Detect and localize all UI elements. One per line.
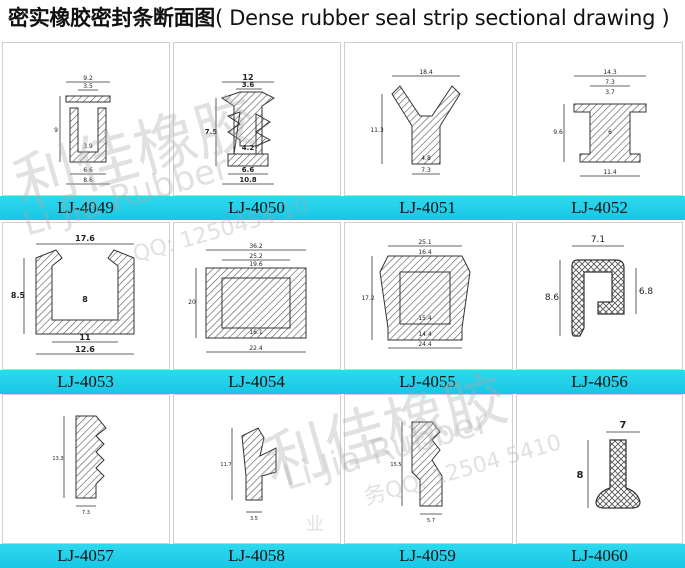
part-code: LJ-4051 (399, 198, 456, 217)
dim-label: 17.6 (75, 234, 95, 243)
part-code: LJ-4054 (228, 372, 285, 391)
dim-label: 8 (577, 470, 584, 481)
dim-label: 5.7 (427, 518, 435, 524)
dim-label: 9 (54, 127, 58, 134)
dim-label: 36.2 (249, 243, 263, 250)
dim-label: 17.2 (361, 295, 375, 302)
dim-label: 19.6 (249, 261, 263, 268)
dim-label: 8.6 (545, 293, 560, 303)
dim-label: 15.4 (418, 315, 432, 322)
part-code: LJ-4058 (228, 546, 285, 565)
dim-label: 15.5 (390, 462, 401, 468)
cell-LJ-4053 (2, 222, 170, 370)
part-code: LJ-4057 (57, 546, 114, 565)
profile-LJ-4053 (35, 249, 135, 335)
dim-label: 8.6 (83, 177, 93, 184)
dim-label: 3.9 (83, 143, 93, 150)
dim-label: 18.4 (419, 69, 433, 76)
dim-label: 6.6 (83, 167, 93, 174)
profile-LJ-4051 (391, 85, 461, 165)
profile-drawings: 9.2 3.5 9 3.9 6.6 8.6 12 3.6 7.5 4.2 6.6… (11, 69, 654, 524)
part-code: LJ-4050 (228, 198, 285, 217)
dim-label: 12.6 (75, 345, 95, 354)
cell-LJ-4060 (516, 394, 683, 544)
profile-LJ-4054 (205, 267, 307, 339)
profile-LJ-4059 (411, 421, 443, 507)
dim-label: 3.5 (250, 516, 258, 522)
part-code: LJ-4056 (571, 372, 628, 391)
dim-label: 3.5 (83, 83, 93, 90)
dim-label: 24.4 (418, 341, 432, 348)
dim-label: 6 (608, 129, 612, 136)
dim-label: 16.1 (249, 329, 263, 336)
dim-label: 11.4 (603, 169, 617, 176)
dim-label: 13.3 (52, 456, 63, 462)
dim-label: 7.3 (605, 79, 615, 86)
product-grid: LJ-4049 LJ-4050 LJ-4051 LJ-4052 LJ-4053 … (0, 36, 685, 568)
dim-label: 25.1 (418, 239, 432, 246)
title-english: ( Dense rubber seal strip sectional draw… (215, 6, 670, 30)
dim-label: 22.4 (249, 345, 263, 352)
dim-label: 7 (620, 420, 627, 431)
label-band-row1 (0, 196, 685, 220)
dim-label: 25.2 (249, 253, 263, 260)
label-band-row3 (0, 544, 685, 568)
profile-LJ-4057 (75, 415, 107, 499)
profile-LJ-4049 (65, 95, 111, 163)
part-code: LJ-4053 (57, 372, 114, 391)
part-code: LJ-4060 (571, 546, 628, 565)
dim-label: 8.5 (11, 291, 26, 300)
dim-label: 14.3 (603, 69, 617, 76)
title-chinese: 密实橡胶密封条断面图 (8, 6, 215, 30)
profile-LJ-4052 (573, 103, 647, 163)
dim-label: 11.7 (220, 462, 231, 468)
dim-label: 7.3 (421, 167, 431, 174)
dim-label: 7.5 (205, 128, 218, 136)
dim-label: 4.2 (242, 144, 255, 152)
dim-label: 9.6 (553, 129, 563, 136)
profile-LJ-4056 (571, 259, 625, 337)
part-code: LJ-4049 (57, 198, 114, 217)
dim-label: 6.8 (639, 287, 654, 297)
profile-LJ-4055 (379, 255, 471, 341)
dim-label: 14.4 (418, 331, 432, 338)
dim-label: 7.3 (82, 510, 90, 516)
dim-label: 3.7 (605, 89, 615, 96)
dim-label: 6.6 (242, 166, 255, 174)
part-code: LJ-4059 (399, 546, 456, 565)
profile-LJ-4060 (595, 439, 641, 509)
dim-label: 11.3 (370, 127, 384, 134)
label-band-row2 (0, 370, 685, 394)
profile-LJ-4058 (241, 427, 277, 501)
page-title: 密实橡胶密封条断面图( Dense rubber seal strip sect… (8, 3, 670, 33)
dim-label: 16.4 (418, 249, 432, 256)
dim-label: 10.8 (239, 176, 256, 184)
dim-label: 12 (242, 73, 253, 82)
dim-label: 3.6 (242, 81, 255, 89)
part-code: LJ-4055 (399, 372, 456, 391)
dim-label: 20 (188, 299, 196, 306)
part-code: LJ-4052 (571, 198, 628, 217)
dim-label: 4.8 (421, 155, 431, 162)
dim-label: 7.1 (591, 235, 605, 245)
cell-LJ-4056 (516, 222, 683, 370)
profile-LJ-4050 (220, 91, 275, 167)
dim-label: 9.2 (83, 75, 93, 82)
dim-label: 11 (79, 333, 91, 342)
dim-label: 8 (82, 295, 88, 304)
cell-LJ-4049 (2, 42, 170, 196)
